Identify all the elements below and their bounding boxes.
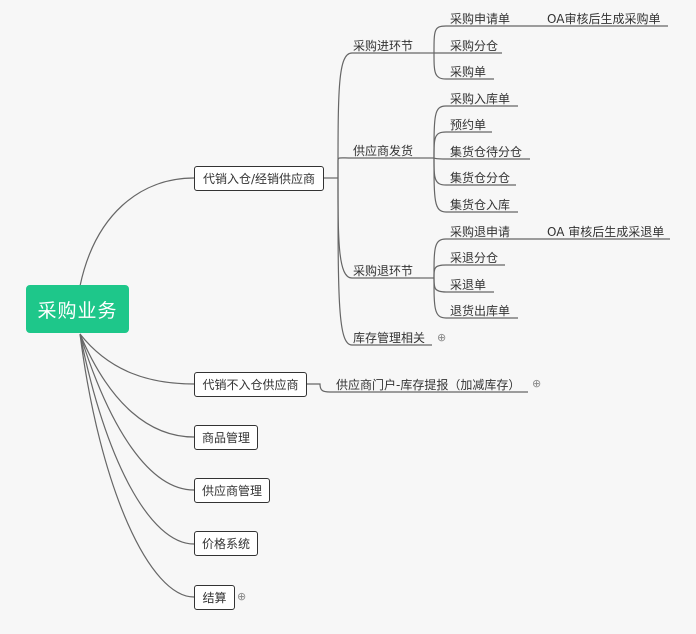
branch-supplier-management[interactable]: 供应商管理 — [194, 478, 270, 503]
leaf-purchase-request-note[interactable]: OA审核后生成采购单 — [547, 12, 661, 26]
branch-settlement[interactable]: 结算 — [194, 585, 235, 610]
node-purchase-return[interactable]: 采购退环节 — [353, 264, 414, 278]
plus-circle-icon[interactable]: ⊕ — [437, 331, 447, 344]
leaf-return-allocation[interactable]: 采退分仓 — [450, 251, 499, 265]
plus-circle-icon[interactable]: ⊕ — [237, 590, 247, 603]
node-supplier-shipping[interactable]: 供应商发货 — [353, 144, 414, 158]
leaf-consolidation-pending[interactable]: 集货仓待分仓 — [450, 145, 523, 159]
leaf-return-outbound[interactable]: 退货出库单 — [450, 304, 511, 318]
leaf-purchase-request[interactable]: 采购申请单 — [450, 12, 511, 26]
leaf-purchase-order[interactable]: 采购单 — [450, 65, 487, 79]
leaf-purchase-allocation[interactable]: 采购分仓 — [450, 39, 499, 53]
branch-price-system[interactable]: 价格系统 — [194, 531, 258, 556]
leaf-consolidation-inbound[interactable]: 集货仓入库 — [450, 198, 511, 212]
leaf-purchase-inbound[interactable]: 采购入库单 — [450, 92, 511, 106]
branch-product-management[interactable]: 商品管理 — [194, 425, 258, 450]
leaf-return-request[interactable]: 采购退申请 — [450, 225, 511, 239]
leaf-consolidation-allocation[interactable]: 集货仓分仓 — [450, 171, 511, 185]
leaf-return-order[interactable]: 采退单 — [450, 278, 487, 292]
branch-consign-in-warehouse[interactable]: 代销入仓/经销供应商 — [194, 166, 324, 191]
leaf-appointment[interactable]: 预约单 — [450, 118, 487, 132]
root-node[interactable]: 采购业务 — [26, 285, 129, 333]
leaf-return-request-note[interactable]: OA 审核后生成采退单 — [547, 225, 665, 239]
node-inventory-related[interactable]: 库存管理相关 — [353, 331, 426, 345]
branch-consign-no-warehouse[interactable]: 代销不入仓供应商 — [194, 372, 307, 397]
node-supplier-portal-stock-report[interactable]: 供应商门户-库存提报（加减库存） — [336, 378, 521, 392]
node-purchase-in[interactable]: 采购进环节 — [353, 39, 414, 53]
plus-circle-icon[interactable]: ⊕ — [532, 377, 542, 390]
